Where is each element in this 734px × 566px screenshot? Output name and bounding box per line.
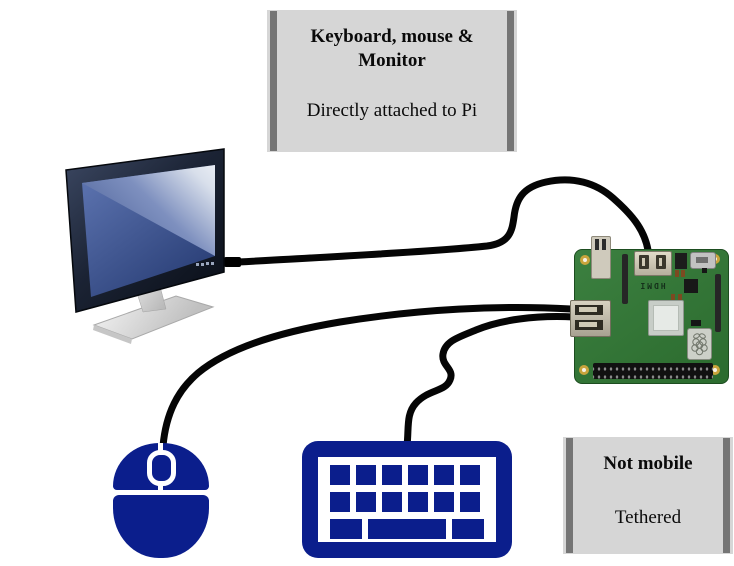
cable-mouse-to-usb [159,304,575,450]
usb-slot [575,320,603,330]
keyboard-row-1 [330,465,484,485]
resistor [681,270,685,277]
key [382,492,402,512]
chip [684,279,698,293]
soc-chip [648,300,684,336]
key [460,465,480,485]
keyboard-row-3 [330,519,484,539]
resistor [671,294,675,301]
cable-monitor-to-hdmi [234,176,652,266]
connector-strip [715,274,721,332]
key [408,465,428,485]
key [408,492,428,512]
audio-jack [591,236,611,279]
hdmi-label: HDMI [638,281,666,290]
key [330,465,350,485]
usb-slot [575,305,603,315]
monitor-screen-shine [82,165,215,256]
monitor [65,148,225,344]
key [382,465,402,485]
hdmi-slot [656,255,666,269]
raspberry-pi-logo-icon [687,328,712,360]
note-title-line2: Monitor [358,49,426,71]
hdmi-port [634,251,672,276]
cable-keyboard-to-usb [403,313,578,450]
mounting-hole [579,365,589,375]
note-left-bar [270,11,277,151]
keyboard-keys-area [318,457,496,542]
note-not-mobile: Not mobile Tethered [563,437,733,554]
audio-jack-pin [595,239,599,250]
key [434,492,454,512]
key [356,492,376,512]
resistor [678,294,682,301]
note-left-bar [566,438,573,553]
resistor [675,270,679,277]
key [460,492,480,512]
note-title: Keyboard, mouse & Monitor [279,25,505,73]
note-title-line1: Keyboard, mouse & [310,26,474,47]
monitor-control-buttons [196,262,214,266]
note-keyboard-mouse-monitor: Keyboard, mouse & Monitor Directly attac… [267,10,517,152]
key [434,465,454,485]
micro-usb-power-port [690,252,716,269]
keyboard-row-2 [330,492,484,512]
note-body: Tethered [614,506,682,528]
key [330,519,362,539]
monitor-cable-plug [224,257,241,267]
note-title: Not mobile [603,453,693,474]
cables [159,176,652,450]
audio-jack-pin [602,239,606,250]
key [452,519,484,539]
hdmi-slot [639,255,649,269]
monitor-stand-base-edge [93,325,132,344]
note-body: Directly attached to Pi [306,99,478,121]
raspberry-pi-board: HDMI [570,236,729,384]
note-right-bar [723,438,730,553]
note-content: Keyboard, mouse & Monitor Directly attac… [279,10,505,122]
gpio-header [593,363,713,379]
mouse [113,443,209,558]
connector-strip [622,254,628,304]
note-right-bar [507,11,514,151]
chip [702,268,707,273]
keyboard [302,441,512,558]
usb-port [570,300,611,337]
note-content: Not mobile Tethered [575,437,721,529]
chip [675,253,687,269]
key [356,465,376,485]
mounting-hole [580,255,590,265]
key [330,492,350,512]
mouse-scroll-wheel-icon [147,450,176,486]
spacebar-key [368,519,446,539]
chip [691,320,701,326]
mouse-body [113,495,209,558]
